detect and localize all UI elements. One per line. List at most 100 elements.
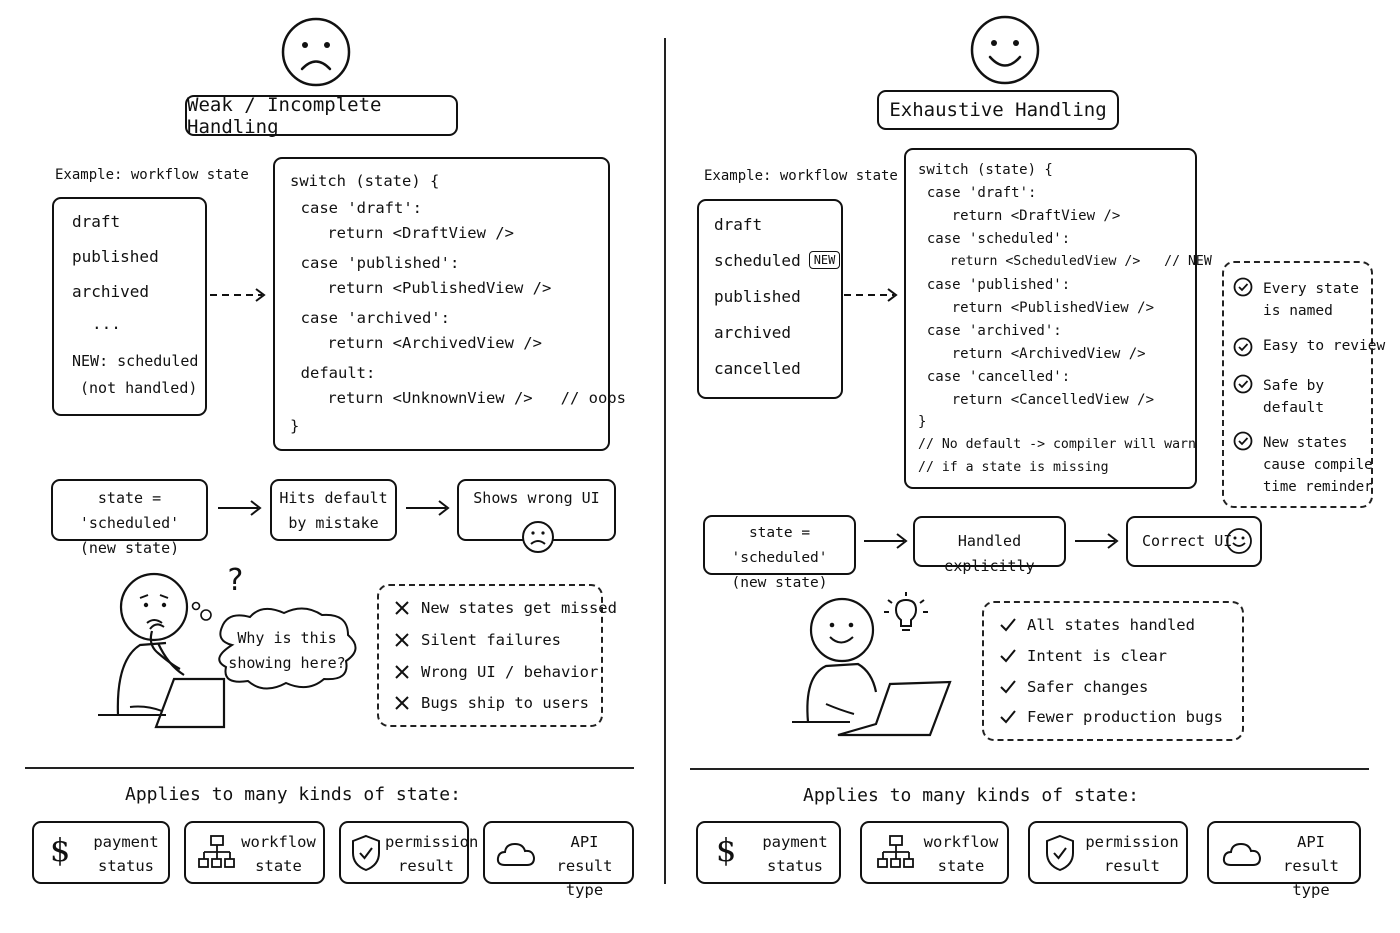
confused-person-illustration [98,572,226,729]
right-flow-input: state = 'scheduled' (new state) [703,515,856,591]
kind-card-api: API result type [483,821,634,899]
left-title-text: Weak / Incomplete Handling [187,93,382,138]
benefit-line: default [1263,400,1325,416]
thought-dots [191,601,212,621]
lightbulb-icon [884,592,928,631]
right-applies-title: Applies to many kinds of state: [803,785,1139,806]
dollar-icon: $ [50,831,71,869]
problem-item: New states get missed [421,599,617,617]
kind-label-line2: state [255,857,302,875]
state-item-new: NEW: scheduled [72,352,199,370]
check-circle-icon [1233,337,1253,357]
check-circle-icon [1233,431,1253,451]
dashed-arrow [844,288,898,302]
left-problems-box [377,584,603,727]
check-icon [1000,618,1016,632]
code-line: case 'published': [282,254,460,272]
code-line: switch (state) { [918,162,1053,178]
state-item-note: (not handled) [80,379,198,397]
kind-label-line2: result [398,857,454,875]
left-bottom-divider [25,767,634,769]
arrow-right-icon [406,500,450,516]
benefit-line: time reminder [1263,479,1373,495]
flow-input-line1: state = 'scheduled' [79,489,180,532]
code-line: case 'archived': [910,323,1062,339]
kind-card-permission: permission result [1028,821,1188,884]
code-line: } [290,417,300,435]
code-line: return <CancelledView /> [918,392,1155,408]
flow-result-text: Shows wrong UI [473,489,600,507]
code-line: case 'published': [910,277,1071,293]
left-code-block: switch (state) { case 'draft': return <D… [273,157,626,451]
benefit-line: Every state [1263,281,1360,297]
state-item-label: scheduled [714,251,801,270]
x-icon [395,665,409,679]
arrow-right-icon [1075,533,1119,549]
kind-label-line1: workflow [923,833,999,851]
check-icon [1000,710,1016,724]
right-title-text: Exhaustive Handling [889,99,1107,121]
kind-label-line2: state [937,857,985,875]
state-item: draft [72,212,121,231]
outcome-item: All states handled [1027,616,1195,634]
benefit-line: is named [1263,303,1333,319]
right-panel-title: Exhaustive Handling [877,90,1119,130]
thought-line1: Why is this [237,629,337,647]
code-line: return <ArchivedView /> [290,334,542,352]
check-circle-icon [1233,374,1253,394]
happy-face-icon [1226,528,1252,554]
flow-middle-text: Handled explicitly [944,532,1035,575]
problem-item: Silent failures [421,631,561,649]
left-flow-middle: Hits default by mistake [270,479,397,541]
flow-input-line1: state = 'scheduled' [731,525,828,566]
thought-line2: showing here? [228,654,346,672]
left-applies-title: Applies to many kinds of state: [125,784,461,805]
code-line: return <PublishedView /> [918,300,1155,316]
cloud-icon [1222,842,1262,866]
benefit-item: Easy to review [1263,338,1386,354]
right-benefits-box [1222,261,1373,508]
left-example-label: Example: workflow state [55,167,249,183]
cloud-icon [496,842,536,866]
kind-label-line1: permission [385,833,479,851]
kind-label-line1: payment [93,833,159,851]
kind-label-line1: workflow [241,833,316,851]
org-chart-icon [877,835,914,868]
outcome-item: Intent is clear [1027,647,1167,665]
kind-label-line2: result type [556,857,613,899]
outcome-item: Fewer production bugs [1027,708,1223,726]
state-item: published [72,247,159,266]
benefit-line: cause compile [1263,457,1373,473]
right-example-label: Example: workflow state [704,168,898,184]
code-line: return <PublishedView /> [290,279,552,297]
benefit-item: New states cause compile time reminder [1263,432,1373,498]
code-line: return <DraftView /> [918,208,1121,224]
kind-card-api: API result type [1207,821,1361,899]
code-line: case 'cancelled': [910,369,1071,385]
new-badge: NEW [808,251,841,269]
kind-card-workflow: workflow state [860,821,1009,884]
benefit-item: Safe by default [1263,375,1324,419]
code-line: switch (state) { [290,172,440,190]
code-line: default: [282,364,376,382]
left-flow-input: state = 'scheduled' (new state) [51,479,208,557]
arrow-right-icon [218,500,262,516]
code-line: case 'draft': [910,185,1037,201]
state-item: archived [72,282,150,301]
problem-item: Bugs ship to users [421,694,589,712]
state-item: cancelled [714,359,801,378]
thought-cloud [218,607,357,690]
shield-check-icon [1046,834,1074,872]
check-icon [1000,680,1016,694]
kind-card-payment: $ payment status [32,821,170,884]
state-item-new: scheduled NEW [714,251,841,270]
left-state-list: draft published archived ... NEW: schedu… [52,197,207,416]
kind-label-line1: API [570,833,599,851]
right-flow-middle: Handled explicitly [913,516,1066,575]
kind-label-line1: API [1297,833,1325,851]
code-line: return <UnknownView /> // oops [290,389,626,407]
right-flow-result: Correct UI [1126,516,1262,567]
state-item: published [714,287,801,306]
benefit-line: Safe by [1263,378,1325,394]
flow-input-line2: (new state) [731,575,828,591]
